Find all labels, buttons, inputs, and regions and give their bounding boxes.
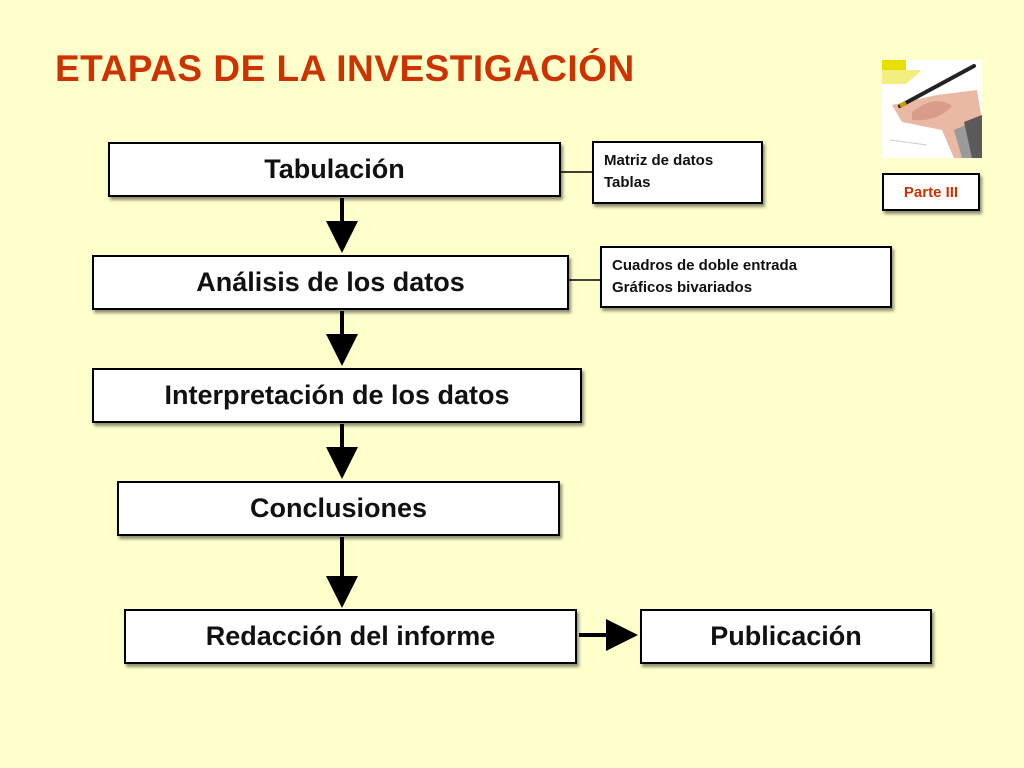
note-line: Cuadros de doble entrada [612, 257, 798, 274]
step-report-writing: Redacción del informe [124, 609, 577, 664]
step-data-interpretation: Interpretación de los datos [92, 368, 582, 423]
step-tabulation: Tabulación [108, 142, 561, 197]
note-line: Matriz de datos [604, 152, 714, 169]
note-line: Gráficos bivariados [612, 279, 753, 296]
slide-title: ETAPAS DE LA INVESTIGACIÓN [55, 48, 635, 89]
hand-writing-with-pen-icon [882, 60, 982, 158]
step-data-analysis: Análisis de los datos [92, 255, 569, 310]
part-label: Parte III [882, 173, 980, 211]
step-conclusions: Conclusiones [117, 481, 560, 536]
note-line: Tablas [604, 174, 651, 191]
step-publication: Publicación [640, 609, 932, 664]
note-analysis: Cuadros de doble entrada Gráficos bivari… [600, 246, 892, 308]
note-tabulation: Matriz de datos Tablas [592, 141, 763, 204]
